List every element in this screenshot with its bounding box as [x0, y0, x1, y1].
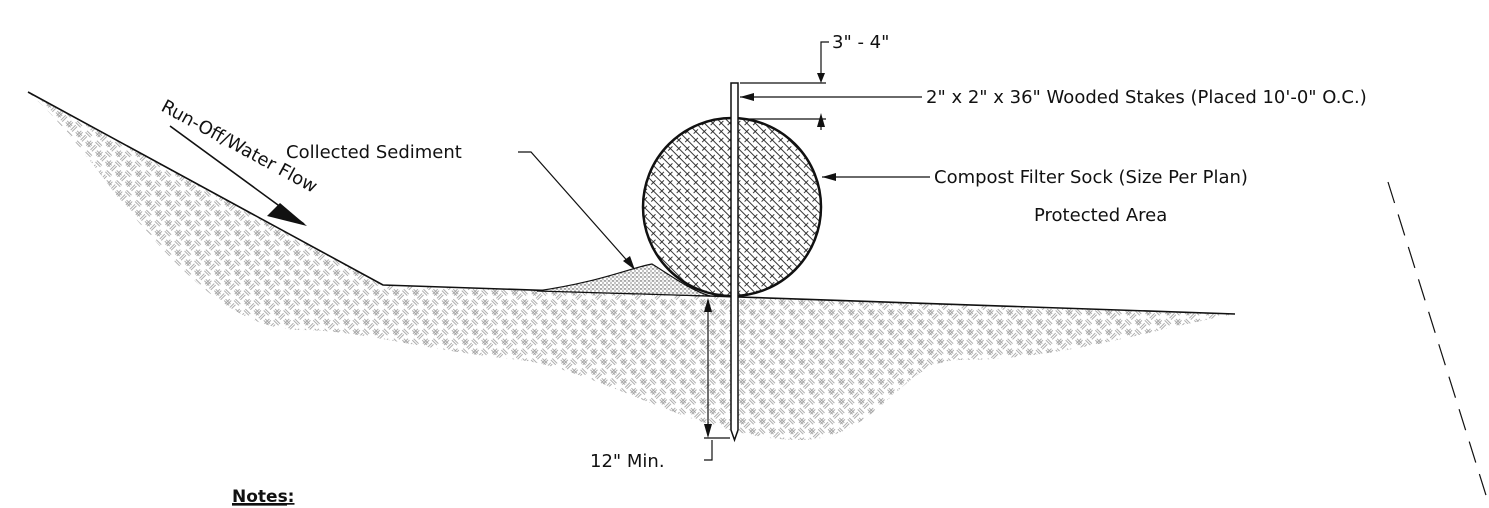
embed-depth-label: 12" Min. — [590, 451, 665, 472]
embed-arrow-bottom — [704, 424, 712, 438]
break-line — [1387, 181, 1489, 507]
protected-area-label: Protected Area — [1034, 205, 1167, 226]
soil-ground — [28, 92, 1235, 440]
wooden-stake — [730, 82, 739, 443]
sock-spec-label: Compost Filter Sock (Size Per Plan) — [934, 167, 1248, 188]
collected-sediment-label: Collected Sediment — [286, 142, 462, 163]
stake-offset-label: 3" - 4" — [832, 32, 889, 53]
stake-spec-label: 2" x 2" x 36" Wooded Stakes (Placed 10'-… — [926, 87, 1367, 108]
sediment-arrow — [623, 256, 635, 270]
stake-offset-arrow-top — [817, 73, 825, 83]
embed-arrow-top — [704, 298, 712, 312]
sediment-leader — [518, 151, 632, 266]
stake-offset-leader — [820, 41, 829, 78]
embed-leader — [704, 440, 713, 461]
sock-spec-arrow — [822, 173, 836, 181]
collected-sediment — [536, 263, 711, 297]
runoff-arrowhead — [267, 203, 307, 226]
notes-heading: Notes: — [232, 487, 294, 507]
stake-spec-arrow — [740, 93, 754, 101]
